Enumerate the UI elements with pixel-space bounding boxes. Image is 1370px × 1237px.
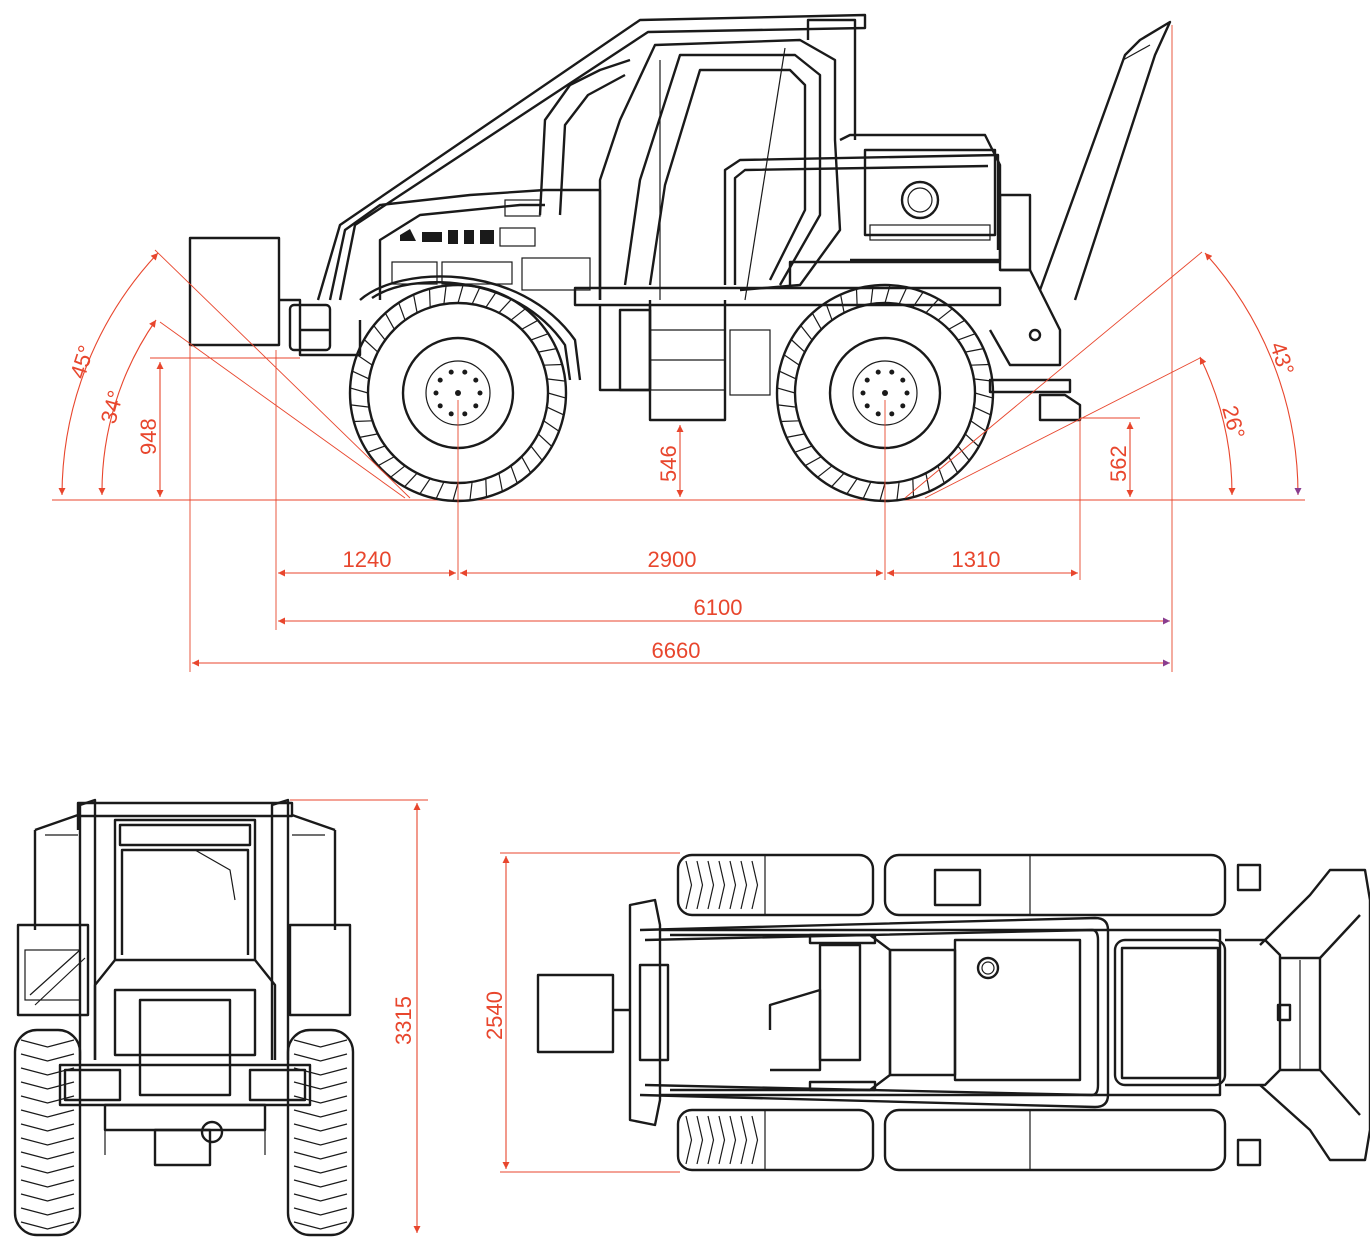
- dim-total-length: 6660: [652, 638, 701, 663]
- angle-front-inner-label: 34°: [96, 388, 129, 427]
- dim-rear-height: 562: [1106, 445, 1131, 482]
- dim-front-height: 948: [136, 418, 161, 455]
- angle-arc-rear-outer: [1204, 252, 1302, 496]
- angle-arc-rear-inner: [1199, 356, 1236, 496]
- angle-lines: [154, 249, 1203, 499]
- dim-length-without-blade: 6100: [694, 595, 743, 620]
- dim-total-height: 3315: [391, 996, 416, 1045]
- side-extension-lines: [150, 25, 1173, 672]
- angle-rear-outer-label: 43°: [1265, 339, 1299, 378]
- front-wheel: [348, 283, 568, 503]
- dim-rear-overhang: 1310: [952, 547, 1001, 572]
- angle-rear-inner-label: 26°: [1217, 403, 1250, 442]
- dim-ground-clearance: 546: [656, 445, 681, 482]
- dim-front-overhang: 1240: [343, 547, 392, 572]
- angle-arc-front-inner: [98, 319, 157, 496]
- front-blade: [188, 236, 281, 347]
- side-view: 45° 34° 43° 26° 948 546 562 1240 2900 13…: [52, 13, 1305, 672]
- front-view: 3315: [13, 798, 428, 1237]
- machine-body: [280, 13, 1172, 422]
- top-view: 2540: [482, 852, 1370, 1173]
- dim-total-width: 2540: [482, 991, 507, 1040]
- dim-wheelbase: 2900: [648, 547, 697, 572]
- angle-arc-front-outer: [58, 252, 159, 496]
